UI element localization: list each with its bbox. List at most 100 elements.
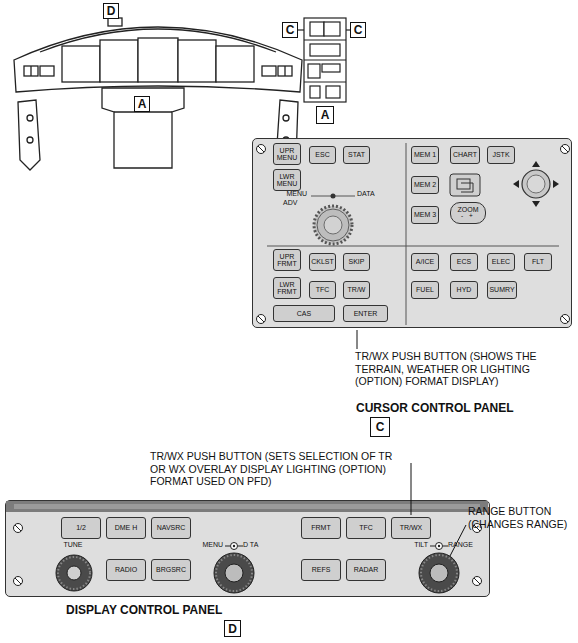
menu-data-knob: [225, 564, 243, 582]
joystick: [553, 180, 559, 188]
push-button: FLT: [524, 253, 552, 271]
knob-label: ADV: [283, 199, 308, 207]
knob-label: TUNE: [53, 541, 93, 549]
tilt-range-knob: [438, 545, 440, 547]
tune-knob: [56, 555, 92, 591]
callout-letter: A: [316, 106, 334, 124]
callout-letter: D: [224, 620, 241, 637]
glareshield-panel: [178, 40, 216, 82]
joystick: [522, 170, 550, 198]
button-label: 1/2: [76, 524, 86, 531]
button-label: RADIO: [115, 566, 137, 573]
button-label: ECS: [457, 258, 471, 265]
button-label: DME H: [115, 524, 138, 531]
button-label: ENTER: [354, 310, 378, 317]
button-label: - +: [461, 213, 475, 220]
button-label: MEM 3: [414, 211, 436, 218]
push-button: RADIO: [106, 559, 146, 581]
push-button: CHART: [450, 146, 480, 164]
callout-letter-text: A: [321, 109, 330, 121]
knob-label: D TA: [243, 541, 283, 549]
push-button: CAS: [273, 305, 335, 322]
panel-title: DISPLAY CONTROL PANEL: [66, 603, 222, 617]
push-button: MEM 3: [411, 206, 439, 224]
push-button: TR/W: [343, 281, 370, 299]
button-label: CHART: [453, 151, 477, 158]
callout-note: RANGE BUTTON (CHANGES RANGE): [468, 505, 573, 530]
callout-note: TR/WX PUSH BUTTON (SHOWS THE TERRAIN, WE…: [355, 350, 573, 388]
button-label: TR/W: [348, 286, 366, 293]
push-button: ELEC: [487, 253, 515, 271]
callout-letter: A: [134, 96, 150, 112]
button-label: TR/WX: [400, 524, 423, 531]
display-select-button: [450, 174, 480, 196]
pedestal-sketch: [324, 22, 340, 36]
side-console: [27, 137, 33, 143]
button-label: MEM 1: [414, 151, 436, 158]
push-button: ECS: [450, 253, 478, 271]
pedestal-sketch: [298, 29, 304, 30]
callout-letter-text: D: [228, 623, 237, 635]
push-button: STAT: [343, 146, 370, 164]
glareshield-panel: [262, 66, 276, 76]
panel-screw: [257, 315, 266, 324]
pedestal-sketch: [304, 59, 346, 60]
panel-screw: [15, 525, 21, 531]
knob-label: DATA: [357, 190, 389, 198]
button-label: TFC: [359, 524, 373, 531]
callout-letter-text: D: [107, 5, 116, 17]
panel-divider: [267, 246, 559, 247]
push-button: A/ICE: [411, 253, 439, 271]
control-panel: DISPLAY CONTROL PANEL1/2DME HNAVSRCFRMTT…: [5, 500, 490, 597]
menu-data-knob: [214, 543, 254, 594]
pedestal-sketch: [308, 64, 320, 78]
menu-data-knob: [216, 555, 252, 591]
menu-data-knob: [214, 553, 254, 593]
push-button: TR/WX: [391, 517, 431, 539]
glareshield-panel: [24, 66, 38, 76]
glareshield-panel: [278, 66, 292, 76]
button-label: ELEC: [492, 258, 510, 265]
cursor-panel-artwork: [253, 139, 573, 329]
button-label: HYD: [457, 286, 472, 293]
push-button: UPR FRMT: [273, 249, 301, 271]
push-button: UPR MENU: [273, 143, 301, 165]
push-button: DME H: [106, 517, 146, 539]
glareshield-panel: [138, 38, 178, 82]
button-label: A/ICE: [416, 258, 434, 265]
tilt-range-knob: [430, 546, 435, 547]
button-label: TFC: [316, 286, 330, 293]
tilt-range-knob: [436, 543, 443, 550]
button-label: CKLST: [311, 258, 334, 265]
callout-letter-text: A: [138, 98, 147, 110]
panel-top-strip: [14, 504, 480, 509]
glareshield-panel: [108, 18, 122, 26]
button-label: FLT: [532, 258, 544, 265]
knob-label: RANGE: [448, 541, 488, 549]
tilt-range-knob: [421, 555, 457, 591]
tune-knob: [58, 557, 90, 589]
panel-screw: [258, 316, 264, 322]
leader-line: [411, 463, 412, 515]
push-button: REFS: [301, 559, 341, 581]
push-button: MEM 2: [411, 176, 439, 194]
display-select-button: [450, 174, 480, 196]
push-button: NAVSRC: [151, 517, 191, 539]
tilt-range-knob: [430, 564, 448, 582]
glareshield-panel: [216, 46, 254, 82]
glareshield-panel: [14, 27, 302, 92]
pedestal-sketch: [326, 86, 340, 98]
menu-data-knob: [225, 546, 230, 547]
menu-data-knob: [331, 194, 336, 199]
panel-top-strip: [6, 501, 488, 512]
push-button: SKIP: [343, 253, 370, 271]
joystick: [513, 161, 559, 207]
callout-letter-text: C: [354, 24, 363, 36]
leader-line: [450, 525, 466, 556]
panel-screw: [14, 524, 23, 533]
button-label: REFS: [312, 566, 331, 573]
button-label: SKIP: [349, 258, 365, 265]
panel-screw: [14, 577, 23, 586]
knob-label: MENU: [262, 190, 307, 198]
tune-knob: [56, 555, 92, 591]
